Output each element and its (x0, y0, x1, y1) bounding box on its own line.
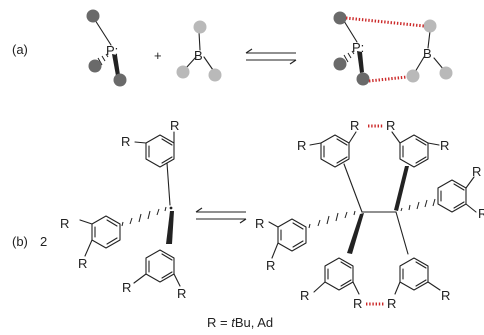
phosphine-left-hashed-bond (97, 53, 109, 66)
dimer-ring-lower-left (313, 257, 360, 295)
equilibrium-arrow-a (245, 48, 297, 65)
phosphine-substituent-bottom (113, 73, 127, 87)
wedge-central-bond-bottom (166, 211, 174, 244)
pair-borane-substituent-left (406, 69, 420, 83)
pair-phosphine-substituent-bottom (356, 72, 370, 86)
aryl-ring-top (134, 131, 175, 168)
pair-p-atom: P: (352, 40, 364, 55)
aryl-ring-left (79, 215, 121, 257)
borane: B (176, 20, 222, 82)
borane-substituent-right (208, 68, 222, 82)
substituent-r: R (177, 286, 186, 301)
borane-left-bond (185, 56, 197, 69)
substituent-r: R (121, 134, 130, 149)
dimer-ring-upper-left (309, 131, 363, 213)
substituent-r: R (387, 296, 396, 311)
substituent-r: R (255, 216, 264, 231)
panel-b-label: (b) (12, 234, 28, 249)
panel-a: (a) P: + B (12, 9, 453, 87)
substituent-r: R (297, 138, 306, 153)
phosphine-substituent-left (88, 59, 102, 73)
phosphine-top-bond (94, 19, 112, 46)
dimer-ring-left (268, 218, 307, 259)
substituent-r: R (440, 138, 449, 153)
substituent-r: R (78, 256, 87, 271)
substituent-r: R (441, 288, 450, 303)
substituent-r: R (472, 164, 481, 179)
hashed-central-bond-left (121, 206, 167, 227)
substituent-legend: R = tBu, Ad (207, 315, 273, 330)
radical-dot (169, 206, 173, 210)
pair-borane-substituent-right (439, 66, 453, 80)
dimer-bond-lower-right (395, 211, 409, 255)
dimer-hashed-bond-left (308, 210, 356, 229)
hexaarylethane-dimer: R R R R (255, 118, 484, 311)
borane-substituent-left (176, 65, 190, 79)
substituent-r: R (386, 118, 395, 133)
borane-substituent-top (193, 20, 207, 34)
stoichiometric-coefficient: 2 (40, 234, 47, 249)
substituent-r: R (170, 118, 179, 133)
pair-phosphine-substituent-left (333, 57, 347, 71)
trityl-radical: R R R R (60, 118, 186, 301)
dispersion-contact-top (345, 16, 425, 28)
frustrated-lewis-pair: P: B (333, 11, 453, 86)
aryl-ring-bottom (133, 249, 181, 287)
dimer-ring-upper-right (391, 131, 440, 168)
dimer-ring-right (437, 176, 477, 213)
dimer-ring-lower-right (394, 257, 441, 295)
borane-right-bond (203, 56, 214, 71)
plus-sign: + (154, 48, 162, 63)
borane-b-atom: B (194, 48, 203, 63)
substituent-r: R (350, 118, 359, 133)
central-bond-top (166, 162, 171, 206)
equilibrium-arrow-b (195, 207, 247, 224)
substituent-r: R (60, 216, 69, 231)
pair-b-atom: B (423, 46, 432, 61)
pair-phosphine-substituent-top (333, 11, 347, 25)
panel-b: (b) 2 R R (12, 118, 484, 330)
panel-a-label: (a) (12, 42, 28, 57)
pair-borane-substituent-top (423, 19, 437, 33)
phosphine: P: (86, 9, 127, 87)
phosphine-p-atom: P: (106, 43, 118, 58)
phosphine-substituent-top (86, 9, 100, 23)
dimer-wedge-upper-right (394, 166, 409, 211)
substituent-r: R (300, 288, 309, 303)
dimer-hashed-bond-right (400, 198, 436, 212)
substituent-r: R (266, 258, 275, 273)
dispersion-contact-bottom (368, 75, 408, 83)
phosphine-wedge-bond (112, 54, 120, 76)
substituent-r: R (353, 296, 362, 311)
substituent-r: R (122, 280, 131, 295)
substituent-r: R (478, 206, 484, 221)
borane-top-bond (198, 31, 201, 51)
dimer-wedge-lower-left (347, 213, 364, 254)
